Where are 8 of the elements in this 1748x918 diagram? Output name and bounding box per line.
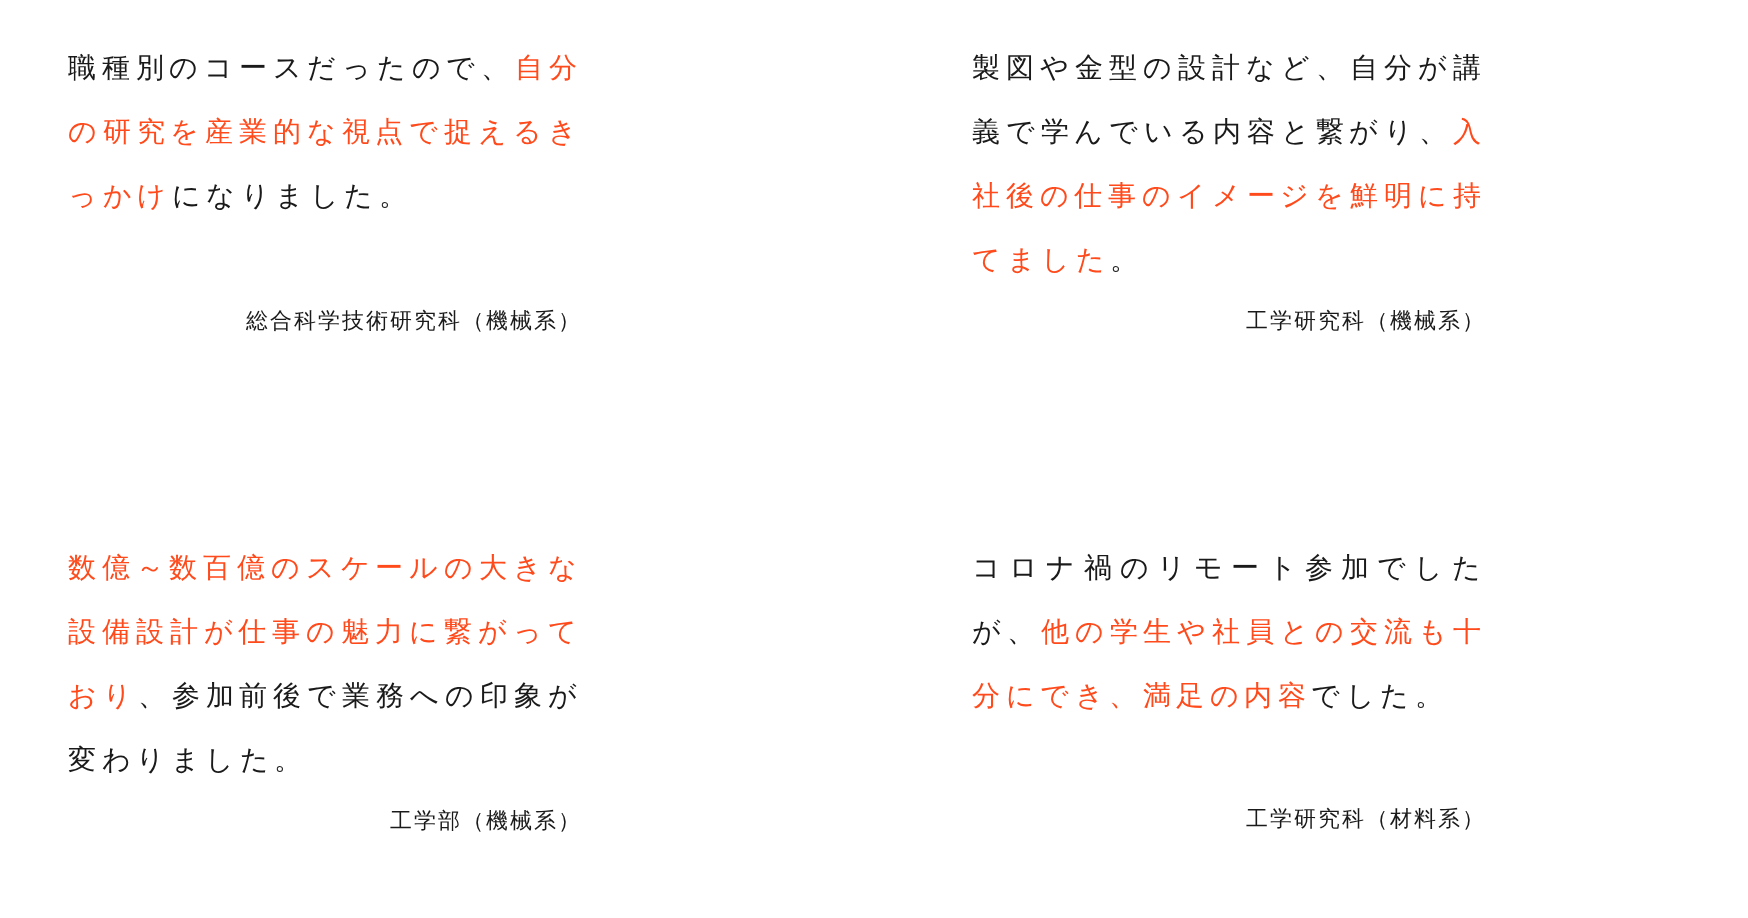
affiliation-text: 工学研究科（材料系） [1245, 805, 1486, 833]
testimonial-text: 数億～数百億のスケールの大きな設備設計が仕事の魅力に繋がっており、参加前後で業務への印象が変わりました。 [68, 550, 582, 778]
affiliation-text: 工学部（機械系） [389, 807, 582, 835]
testimonial-text: コロナ禍のリモート参加でしたが、他の学生や社員との交流も十分にでき、満足の内容でした。 [972, 550, 1486, 714]
affiliation-text: 工学研究科（機械系） [1245, 307, 1486, 335]
testimonial-text: 製図や金型の設計など、自分が講義で学んでいる内容と繋がり、入社後の仕事のイメージを鮮明に持てました。 [972, 50, 1486, 278]
affiliation-text: 総合科学技術研究科（機械系） [245, 307, 582, 335]
testimonial-text: 職種別のコースだったので、自分の研究を産業的な視点で捉えるきっかけになりました。 [68, 50, 582, 214]
